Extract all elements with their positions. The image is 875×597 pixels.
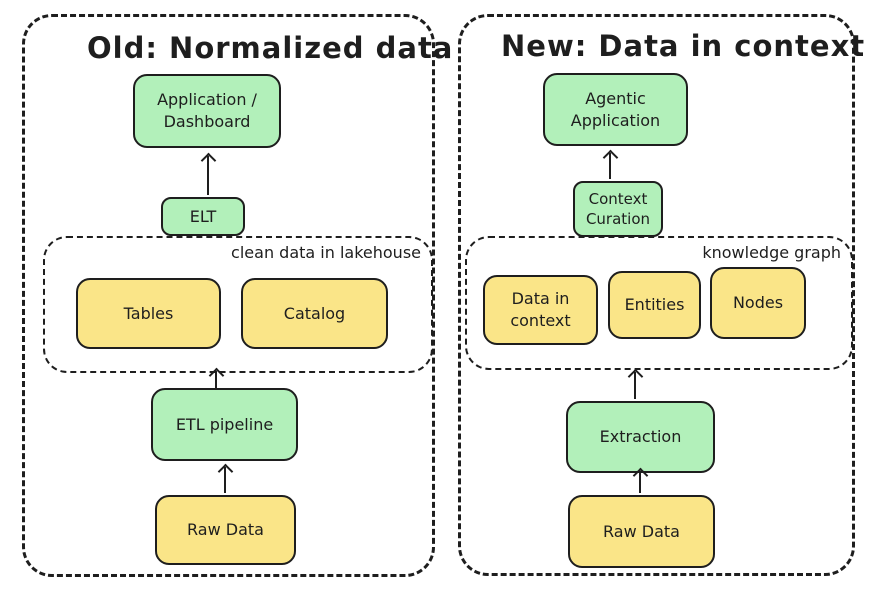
nodes-label: Nodes — [732, 293, 784, 313]
tables-label: Tables — [123, 303, 174, 323]
old-panel-title: Old: Normalized data — [87, 31, 454, 65]
new-panel: New: Data in context Agentic Application… — [458, 14, 866, 576]
new-panel-title: New: Data in context — [501, 29, 866, 63]
tables-box: Tables — [76, 278, 221, 349]
agentic-application-box: Agentic Application — [543, 73, 688, 146]
arrow-context-to-agentic — [603, 150, 617, 179]
knowledge-graph-container-label: knowledge graph — [702, 243, 841, 262]
elt-box: ELT — [161, 197, 245, 236]
old-panel: Old: Normalized data Application / Dashb… — [22, 14, 454, 577]
context-curation-box: Context Curation — [573, 181, 663, 237]
arrow-extraction-to-knowledge-graph — [628, 369, 642, 399]
lakehouse-container: clean data in lakehouse — [43, 236, 433, 373]
context-curation-label: Context Curation — [585, 189, 651, 228]
catalog-label: Catalog — [283, 303, 346, 323]
catalog-box: Catalog — [241, 278, 388, 349]
knowledge-graph-container: knowledge graph — [465, 236, 853, 370]
etl-pipeline-label: ETL pipeline — [175, 414, 274, 434]
arrow-rawdata-to-extraction — [633, 468, 647, 493]
extraction-box: Extraction — [566, 401, 715, 473]
arrow-etl-to-lakehouse — [209, 368, 223, 388]
arrow-rawdata-to-etl — [218, 464, 232, 493]
elt-label: ELT — [189, 206, 217, 226]
arrow-elt-to-application — [201, 153, 215, 195]
application-dashboard-box: Application / Dashboard — [133, 74, 281, 148]
raw-data-box-old: Raw Data — [155, 495, 296, 565]
application-dashboard-label: Application / Dashboard — [157, 90, 257, 131]
entities-box: Entities — [608, 271, 701, 339]
entities-label: Entities — [624, 295, 685, 315]
extraction-label: Extraction — [599, 427, 682, 447]
lakehouse-container-label: clean data in lakehouse — [231, 243, 421, 262]
raw-data-box-new: Raw Data — [568, 495, 715, 568]
data-in-context-box: Data in context — [483, 275, 598, 345]
raw-data-label-new: Raw Data — [603, 521, 680, 541]
raw-data-label-old: Raw Data — [187, 520, 264, 540]
agentic-application-label: Agentic Application — [570, 88, 661, 130]
nodes-box: Nodes — [710, 267, 806, 339]
etl-pipeline-box: ETL pipeline — [151, 388, 298, 461]
data-in-context-label: Data in context — [510, 289, 571, 330]
